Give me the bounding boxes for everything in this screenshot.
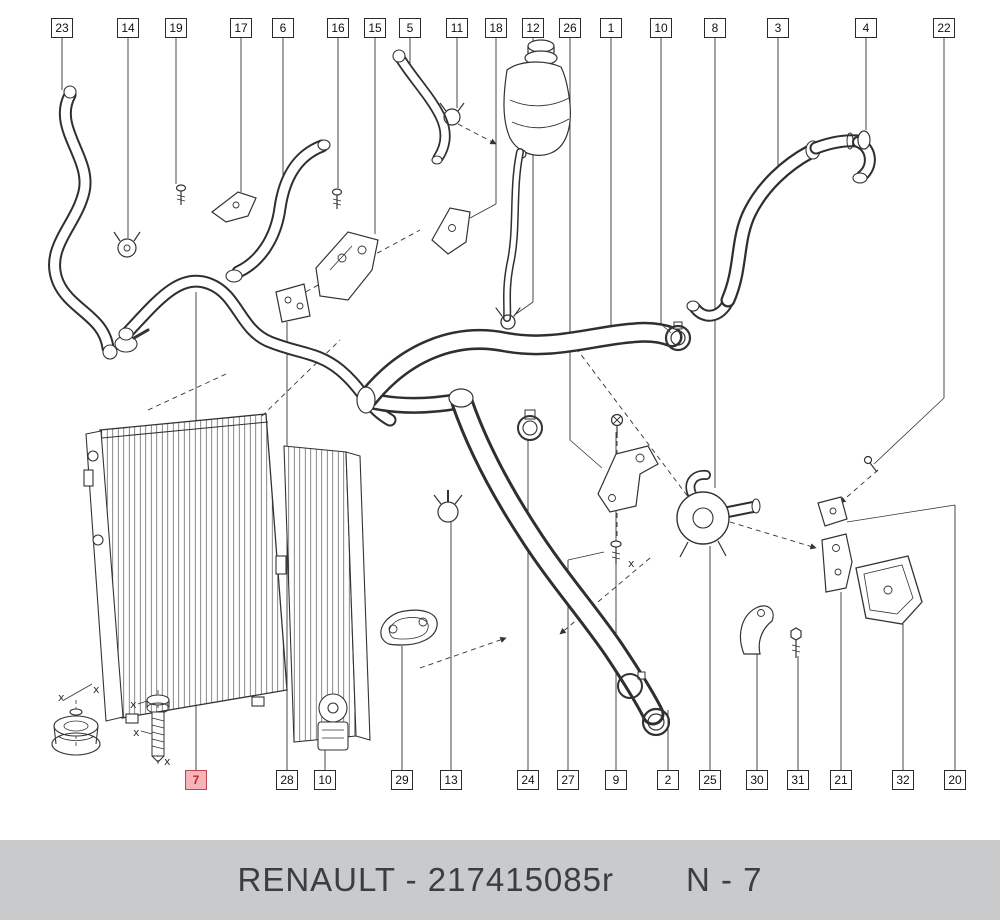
footer-banner: RENAULT - 217415085r N - 7 xyxy=(0,840,1000,920)
gasket-29 xyxy=(380,609,438,646)
clamp-ring-10 xyxy=(664,324,692,352)
insulator-mount-illustration xyxy=(51,708,101,756)
callout-11[interactable]: 11 xyxy=(446,18,468,38)
part-number-text: RENAULT - 217415085r xyxy=(237,861,614,898)
callout-32[interactable]: 32 xyxy=(892,770,914,790)
hose-6-illustration xyxy=(225,139,331,283)
svg-text:x: x xyxy=(130,698,137,711)
condenser-core xyxy=(283,445,357,743)
screw-19 xyxy=(175,184,187,205)
screw-22 xyxy=(863,455,878,473)
callout-18[interactable]: 18 xyxy=(485,18,507,38)
callout-31[interactable]: 31 xyxy=(787,770,809,790)
callout-28[interactable]: 28 xyxy=(276,770,298,790)
hose-5-illustration xyxy=(392,49,451,165)
callout-26[interactable]: 26 xyxy=(559,18,581,38)
radiator-illustration xyxy=(83,413,371,751)
sheet-ref-text: N - 7 xyxy=(685,861,763,898)
callout-30[interactable]: 30 xyxy=(746,770,768,790)
clamp-13 xyxy=(433,490,463,523)
callout-4[interactable]: 4 xyxy=(855,18,877,38)
callout-12[interactable]: 12 xyxy=(522,18,544,38)
callout-23[interactable]: 23 xyxy=(51,18,73,38)
hose-2-end-ring xyxy=(641,707,671,737)
bolt-31 xyxy=(790,627,802,658)
callout-7[interactable]: 7 xyxy=(185,770,207,790)
callout-21[interactable]: 21 xyxy=(830,770,852,790)
fan-motor xyxy=(318,693,348,723)
clamp-11 xyxy=(439,102,465,126)
svg-text:x: x xyxy=(164,755,171,768)
bracket-15 xyxy=(315,231,379,301)
hose-3-illustration xyxy=(686,140,821,322)
radiator-side-tank xyxy=(85,430,124,722)
bolt-27 xyxy=(610,540,622,564)
callout-6[interactable]: 6 xyxy=(272,18,294,38)
callout-9[interactable]: 9 xyxy=(605,770,627,790)
callout-13[interactable]: 13 xyxy=(440,770,462,790)
clamp-21-ring xyxy=(617,673,643,699)
water-pump-illustration xyxy=(676,469,761,558)
clamp-24 xyxy=(517,409,543,441)
callout-8[interactable]: 8 xyxy=(704,18,726,38)
x-reference-marks: x x x x x x xyxy=(58,557,635,768)
callout-15[interactable]: 15 xyxy=(364,18,386,38)
callout-24[interactable]: 24 xyxy=(517,770,539,790)
hose-7-illustration xyxy=(118,274,397,427)
plate-32 xyxy=(855,555,923,625)
expansion-tank-illustration xyxy=(503,39,571,159)
small-parts xyxy=(113,102,923,658)
callout-17[interactable]: 17 xyxy=(230,18,252,38)
callout-3[interactable]: 3 xyxy=(767,18,789,38)
callout-5[interactable]: 5 xyxy=(399,18,421,38)
callout-20[interactable]: 20 xyxy=(944,770,966,790)
callout-25[interactable]: 25 xyxy=(699,770,721,790)
callout-10[interactable]: 10 xyxy=(650,18,672,38)
bracket-22-target xyxy=(817,496,848,527)
clamp-14 xyxy=(113,231,141,258)
hose-12-illustration xyxy=(495,148,524,330)
screw-9 xyxy=(610,413,624,438)
callout-16[interactable]: 16 xyxy=(327,18,349,38)
callout-14[interactable]: 14 xyxy=(117,18,139,38)
bolt-7-detail-illustration xyxy=(146,694,170,763)
callout-27[interactable]: 27 xyxy=(557,770,579,790)
callout-22[interactable]: 22 xyxy=(933,18,955,38)
svg-text:x: x xyxy=(93,683,100,696)
svg-text:x: x xyxy=(58,691,65,704)
screw-16 xyxy=(331,188,343,209)
callout-2[interactable]: 2 xyxy=(657,770,679,790)
callout-10[interactable]: 10 xyxy=(314,770,336,790)
svg-text:x: x xyxy=(628,557,635,570)
hose-1-illustration xyxy=(356,321,692,414)
solid-leader-lines xyxy=(63,203,956,735)
bracket-17 xyxy=(210,191,257,223)
svg-text:x: x xyxy=(133,726,140,739)
callout-19[interactable]: 19 xyxy=(165,18,187,38)
callout-1[interactable]: 1 xyxy=(600,18,622,38)
hose-4-illustration xyxy=(809,130,876,184)
callout-29[interactable]: 29 xyxy=(391,770,413,790)
bracket-21 xyxy=(821,533,853,593)
hose-2-illustration xyxy=(448,388,671,737)
hose-23-illustration xyxy=(48,85,150,360)
bracket-18 xyxy=(431,207,471,255)
clamp-12 xyxy=(500,314,516,330)
radiator-core xyxy=(99,413,288,719)
bracket-28 xyxy=(275,283,311,323)
bracket-26 xyxy=(597,445,659,513)
bracket-30 xyxy=(739,605,774,655)
